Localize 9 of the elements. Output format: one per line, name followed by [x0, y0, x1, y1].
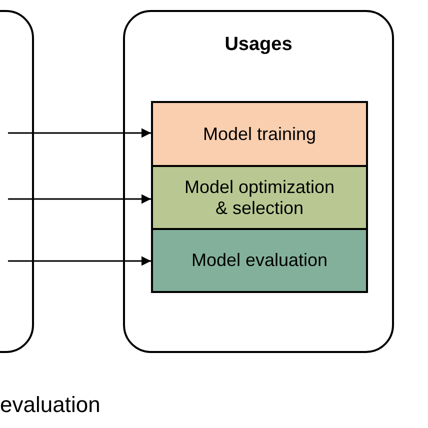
group-panel [123, 10, 394, 353]
arrow [8, 128, 151, 138]
arrow [8, 256, 151, 266]
arrow [8, 194, 151, 204]
process-box: Model training [151, 101, 368, 167]
panel-heading: Usages [224, 34, 294, 56]
process-box: Model optimization & selection [151, 165, 368, 230]
process-box: Model evaluation [151, 228, 368, 293]
caption-text: evaluation [0, 392, 100, 418]
